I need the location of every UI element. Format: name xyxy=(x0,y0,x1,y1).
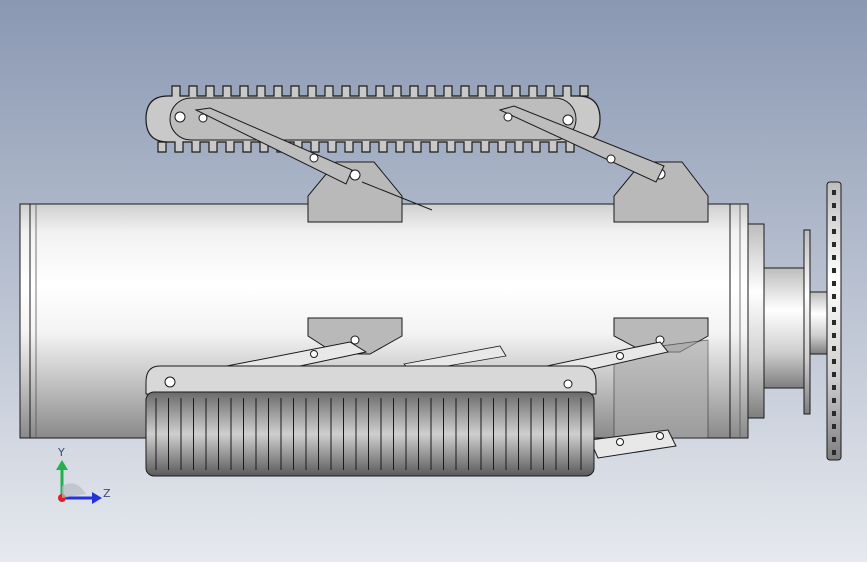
plate-hole xyxy=(832,424,836,429)
plate-hole xyxy=(832,333,836,338)
axis-triad: Y Z xyxy=(56,446,111,504)
plate-hole xyxy=(832,281,836,286)
upper-track-front-wheel xyxy=(174,111,186,123)
end-plate[interactable] xyxy=(826,181,842,461)
plate-hole xyxy=(832,450,836,455)
plate-hole xyxy=(832,190,836,195)
axis-z-label: Z xyxy=(103,487,111,500)
upper-track-rear-wheel xyxy=(562,114,574,126)
plate-hole xyxy=(832,437,836,442)
plate-hole xyxy=(832,255,836,260)
plate-hole xyxy=(832,242,836,247)
plate-hole xyxy=(832,294,836,299)
axis-y-label: Y xyxy=(57,446,65,459)
lower-rear-bracket[interactable] xyxy=(613,317,709,439)
plate-hole xyxy=(832,372,836,377)
upper-front-arm[interactable] xyxy=(194,107,433,211)
plate-hole xyxy=(832,385,836,390)
plate-hole xyxy=(832,203,836,208)
plate-hole xyxy=(832,307,836,312)
plate-hole xyxy=(832,411,836,416)
plate-hole xyxy=(832,346,836,351)
plate-hole xyxy=(832,359,836,364)
plate-hole xyxy=(832,216,836,221)
lower-front-bracket[interactable] xyxy=(307,317,403,355)
plate-hole xyxy=(832,398,836,403)
plate-hole xyxy=(832,229,836,234)
plate-hole xyxy=(832,268,836,273)
plate-hole xyxy=(832,320,836,325)
rear-hub[interactable] xyxy=(747,223,829,419)
lower-track-rear-wheel xyxy=(563,379,573,389)
lower-track[interactable] xyxy=(145,365,597,477)
upper-rear-arm[interactable] xyxy=(498,105,665,183)
lower-track-front-wheel xyxy=(164,376,176,388)
